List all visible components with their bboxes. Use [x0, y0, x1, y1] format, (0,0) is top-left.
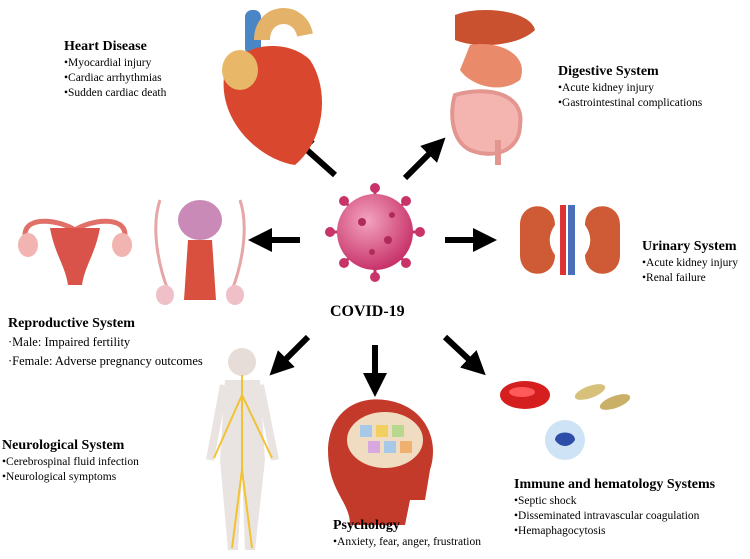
immune-item: •Hemaphagocytosis [514, 525, 606, 537]
psychology-block: Psychology •Anxiety, fear, anger, frustr… [333, 517, 481, 550]
psychology-item: •Anxiety, fear, anger, frustration [333, 536, 481, 548]
reproductive-title: Reproductive System [8, 316, 135, 331]
psychology-title: Psychology [333, 518, 400, 533]
immune-hematology-block: Immune and hematology Systems •Septic sh… [514, 476, 715, 539]
urinary-title: Urinary System [642, 239, 737, 254]
urinary-item: •Acute kidney injury [642, 257, 739, 269]
neurological-system-block: Neurological System •Cerebrospinal fluid… [2, 437, 139, 485]
uterus-illustration [18, 218, 132, 285]
body-nervous-illustration [206, 348, 279, 550]
urinary-system-block: Urinary System •Acute kidney injury •Ren… [642, 238, 738, 286]
covid-19-label: COVID-19 [330, 303, 405, 320]
heart-disease-title: Heart Disease [64, 39, 147, 54]
digestive-illustration [450, 10, 535, 165]
immune-item: •Disseminated intravascular coagulation [514, 510, 700, 522]
male-reproductive-illustration [154, 199, 246, 305]
arrow-immune [442, 334, 486, 376]
neurological-item: •Neurological symptoms [2, 471, 117, 483]
arrow-neurological [269, 334, 311, 376]
digestive-title: Digestive System [558, 64, 659, 79]
digestive-system-block: Digestive System •Acute kidney injury •G… [558, 63, 702, 111]
immune-title: Immune and hematology Systems [514, 477, 716, 492]
neurological-title: Neurological System [2, 438, 125, 453]
neurological-item: •Cerebrospinal fluid infection [2, 456, 139, 468]
reproductive-system-block: Reproductive System ·Male: Impaired fert… [8, 315, 203, 371]
heart-item: •Myocardial injury [64, 57, 152, 69]
heart-item: •Cardiac arrhythmias [64, 72, 162, 84]
head-brain-illustration [328, 399, 433, 525]
heart-item: •Sudden cardiac death [64, 87, 167, 99]
virus-icon [325, 183, 425, 282]
kidneys-illustration [520, 205, 620, 275]
blood-cells-illustration [500, 381, 631, 460]
heart-disease-block: Heart Disease •Myocardial injury •Cardia… [64, 38, 166, 101]
arrow-digestive [402, 137, 446, 181]
digestive-item: •Gastrointestinal complications [558, 97, 703, 109]
reproductive-item: ·Female: Adverse pregnancy outcomes [8, 354, 203, 368]
urinary-item: •Renal failure [642, 272, 706, 284]
heart-illustration [222, 8, 322, 165]
reproductive-item: ·Male: Impaired fertility [8, 335, 131, 349]
immune-item: •Septic shock [514, 495, 577, 507]
digestive-item: •Acute kidney injury [558, 82, 655, 94]
